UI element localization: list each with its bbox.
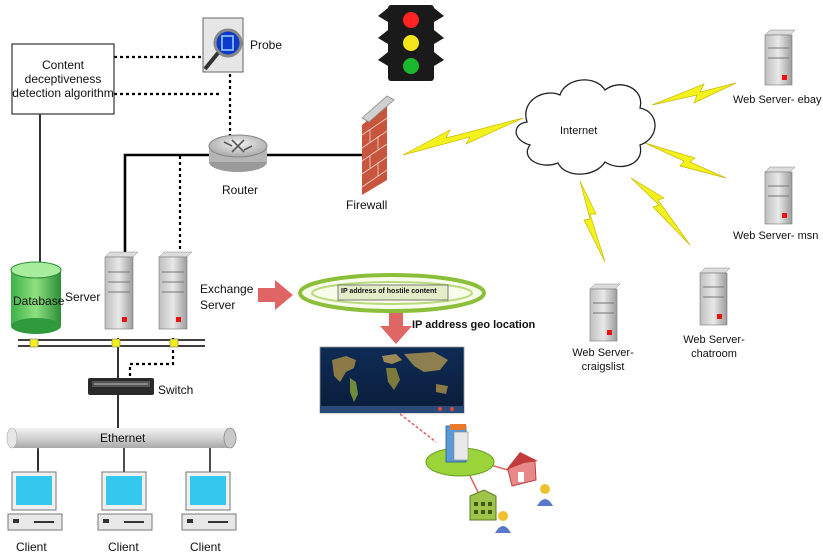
client-label: Client — [108, 540, 139, 554]
ip-hostile-label: IP address of hostile content — [341, 288, 437, 295]
client-label: Client — [190, 540, 221, 554]
web-server-ebay-label: Web Server- ebay — [733, 94, 822, 106]
client-computer-icon — [181, 471, 237, 531]
client-computer-icon — [97, 471, 153, 531]
server-label: Server — [65, 290, 101, 304]
ethernet-bus-icon — [6, 427, 237, 449]
ip-geo-location-label: IP address geo location — [412, 319, 536, 331]
probe-label: Probe — [250, 38, 283, 52]
web-server-craigslist-icon — [589, 283, 621, 342]
ip-hostile-content-ellipse — [298, 273, 486, 313]
person-icon — [495, 511, 511, 533]
web-server-chatroom-icon — [699, 267, 731, 326]
database-label: Database — [13, 294, 65, 308]
world-map-image — [319, 346, 465, 414]
lightning-bolts — [402, 82, 737, 263]
warehouse-icon — [469, 489, 497, 521]
web-server-craigslist-label: Web Server- craigslist — [572, 347, 634, 373]
web-server-msn-label: Web Server- msn — [733, 230, 819, 242]
switch-label: Switch — [158, 383, 194, 397]
router-label: Router — [222, 183, 259, 197]
wires — [37, 55, 362, 472]
building-cluster-icon — [425, 424, 495, 477]
web-server-chatroom-label: Web Server- chatroom — [683, 334, 745, 360]
red-arrows — [258, 280, 412, 344]
algorithm-box — [11, 43, 115, 115]
house-icon — [506, 452, 538, 487]
server-icon — [104, 251, 139, 330]
firewall-label: Firewall — [346, 198, 388, 212]
internet-label: Internet — [560, 125, 598, 137]
lan-bus — [18, 338, 205, 348]
ethernet-label: Ethernet — [100, 431, 146, 445]
web-server-msn-icon — [764, 166, 796, 225]
switch-icon — [88, 378, 154, 395]
internet-cloud — [515, 79, 656, 175]
probe-icon — [202, 17, 244, 73]
exchange-server-label: Exchange Server — [200, 282, 254, 312]
person-icon — [537, 484, 553, 506]
firewall-icon — [361, 95, 395, 195]
exchange-server-icon — [158, 251, 193, 330]
algorithm-label: Content deceptiveness detection algorith… — [12, 58, 114, 100]
web-server-ebay-icon — [764, 29, 796, 86]
traffic-light-icon — [378, 5, 444, 81]
client-label: Client — [16, 540, 47, 554]
database-icon — [10, 261, 62, 334]
router-icon — [208, 134, 268, 172]
client-computer-icon — [7, 471, 63, 531]
